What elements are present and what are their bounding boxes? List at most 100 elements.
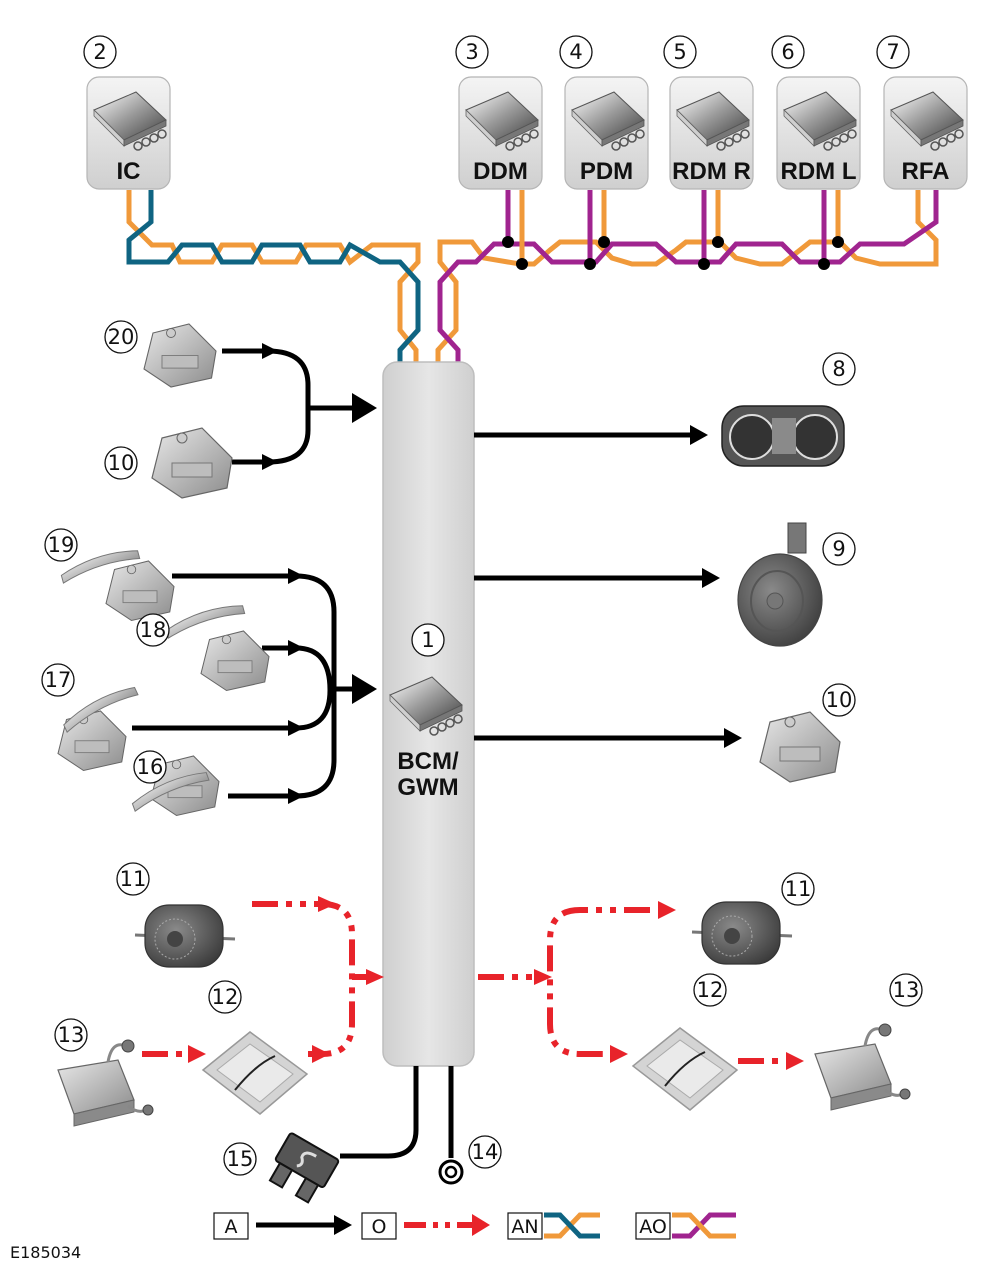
splice-dot (584, 258, 596, 270)
callout-number: 6 (781, 40, 794, 64)
arrowhead (534, 969, 552, 985)
component-instrument-cluster[interactable]: 8 (721, 352, 856, 467)
arrowhead (366, 969, 384, 985)
legend-key: A (225, 1216, 238, 1238)
component-sounder-right[interactable]: 11 (691, 872, 815, 965)
module-label: RFA (902, 158, 950, 185)
callout-circle (559, 35, 593, 69)
callout-circle (889, 973, 923, 1007)
arrowhead (312, 1045, 330, 1063)
component-door-latch-19[interactable]: 19 (44, 528, 175, 622)
callout: 14 (468, 1135, 502, 1169)
module-label: DDM (473, 158, 528, 185)
legend-item-lin: O (361, 1212, 490, 1240)
legend: A O AN AO (213, 1212, 736, 1240)
arrowhead (472, 1214, 490, 1236)
arrowhead (262, 454, 278, 470)
callout: 18 (136, 613, 170, 647)
component-intrusion-module-right[interactable]: 13 (814, 973, 923, 1111)
callout-circle (455, 35, 489, 69)
callout: 17 (41, 663, 75, 697)
module-ic[interactable]: IC2 (83, 35, 171, 190)
bus-splice-points (502, 236, 844, 270)
component-roof-console-left[interactable]: 12 (201, 980, 309, 1115)
legend-key: AO (639, 1216, 667, 1238)
callout: 6 (771, 35, 805, 69)
sounder-icon (691, 901, 793, 965)
bus-an-orange-wire (126, 190, 421, 362)
legend-item-hardwired: A (213, 1212, 352, 1240)
component-door-latch-16[interactable]: 16 (130, 750, 220, 817)
callout: 13 (889, 973, 923, 1007)
roof-console-icon (201, 1031, 309, 1115)
input-wire-20 (222, 348, 311, 465)
callout: 10 (822, 683, 856, 717)
splice-dot (516, 258, 528, 270)
callout-circle (781, 872, 815, 906)
callout: 16 (133, 750, 167, 784)
module-ddm[interactable]: DDM 3 (455, 35, 543, 190)
figure-reference: E185034 (10, 1243, 81, 1262)
latch-icon (143, 323, 217, 388)
arrowhead (262, 343, 278, 359)
callout-number: 11 (785, 877, 812, 901)
intrusion-module-icon (57, 1039, 154, 1127)
callout-circle (83, 35, 117, 69)
callout-number: 12 (212, 985, 239, 1009)
callout-number: 3 (465, 40, 478, 64)
latch-icon (151, 427, 233, 499)
component-hood-switch[interactable]: 20 (104, 320, 217, 388)
callout: 15 (223, 1142, 257, 1176)
splice-dot (698, 258, 710, 270)
bcm-gwm-module[interactable]: 1 BCM/ GWM (382, 361, 475, 1067)
splice-dot (712, 236, 724, 248)
module-rdm-r[interactable]: RDM R 5 (663, 35, 754, 190)
arrowhead (334, 1215, 352, 1235)
bcm-label-line2: GWM (397, 774, 458, 801)
bus-ao-orange-wire (435, 190, 939, 362)
callout-number: 17 (45, 668, 72, 692)
component-sounder-left[interactable]: 11 (116, 862, 236, 968)
callout: 7 (876, 35, 910, 69)
latch-icon (759, 711, 841, 783)
callout-number: 12 (697, 978, 724, 1002)
arrowhead (658, 901, 676, 919)
callout-number: 8 (832, 357, 845, 381)
roof-console-icon (631, 1027, 739, 1111)
door-handle-icon (63, 686, 139, 733)
fuse-icon (268, 1132, 340, 1204)
arrowhead (318, 896, 336, 912)
fuse-wire (340, 1066, 419, 1159)
component-horn[interactable]: 9 (737, 522, 856, 647)
legend-item-an: AN (507, 1212, 600, 1240)
callout-circle (116, 862, 150, 896)
callout: 19 (44, 528, 78, 562)
callout-circle (822, 683, 856, 717)
callout: 11 (781, 872, 815, 906)
bus-ao-purple-wire (437, 190, 939, 362)
component-latch-left[interactable]: 10 (104, 427, 233, 499)
module-label: RDM R (672, 158, 751, 185)
component-roof-console-right[interactable]: 12 (631, 973, 739, 1111)
component-door-latch-17[interactable]: 17 (41, 663, 140, 772)
splice-dot (818, 258, 830, 270)
component-door-latch-18[interactable]: 18 (136, 602, 270, 692)
callout-number: 5 (673, 40, 686, 64)
input-wire-19 (172, 573, 337, 799)
component-latch-right[interactable]: 10 (759, 683, 856, 783)
callout: 4 (559, 35, 593, 69)
component-intrusion-module-left[interactable]: 13 (54, 1018, 154, 1127)
module-rdm-l[interactable]: RDM L6 (771, 35, 861, 190)
callout-number: 4 (569, 40, 582, 64)
lin-wire-11-right (547, 907, 650, 1057)
callout-circle (44, 528, 78, 562)
callout-number: 16 (137, 755, 164, 779)
ms-can-bus-ao (435, 190, 939, 362)
callout: 12 (693, 973, 727, 1007)
bcm-label-line1: BCM/ (397, 748, 459, 775)
module-rfa[interactable]: RFA 7 (876, 35, 968, 190)
callout: 8 (822, 352, 856, 386)
callout: 3 (455, 35, 489, 69)
